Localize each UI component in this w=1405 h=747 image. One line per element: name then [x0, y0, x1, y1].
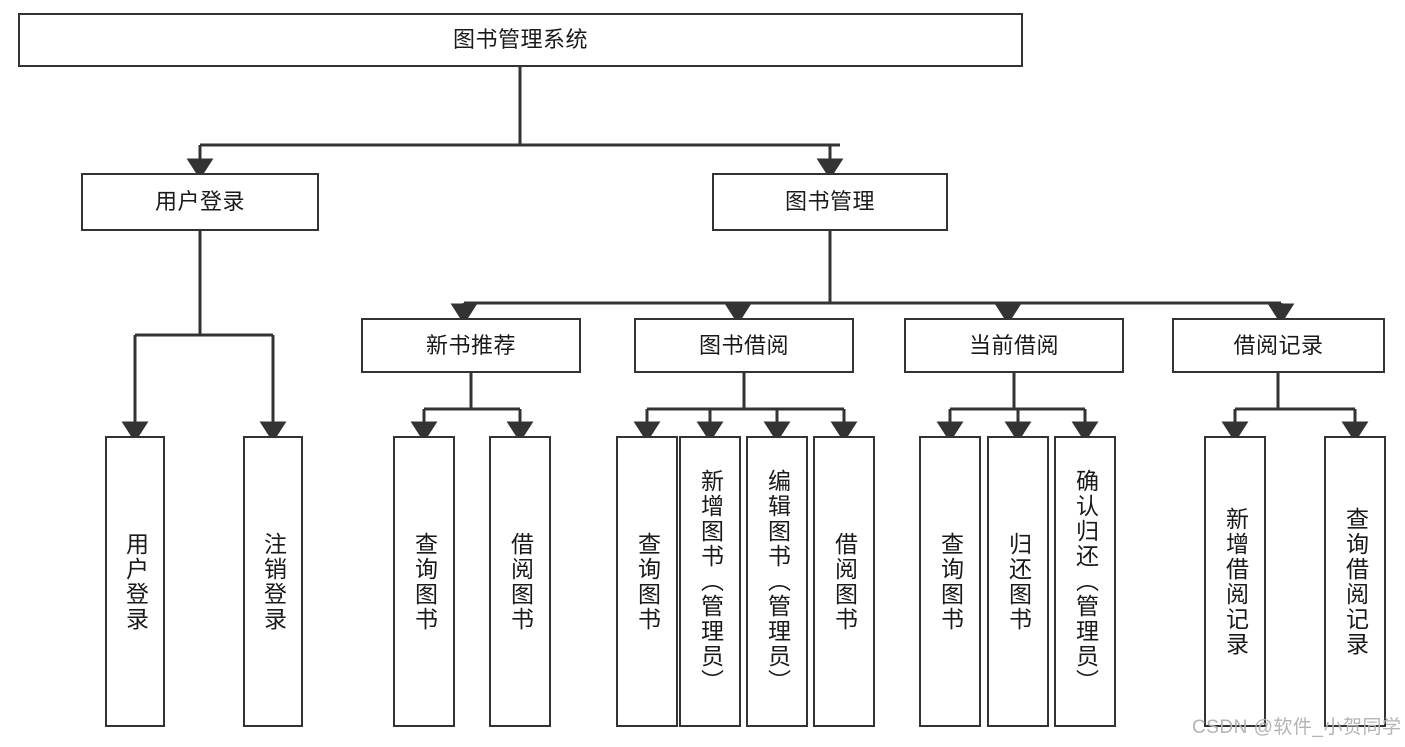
node-book-manage[interactable]: 图书管理: [712, 173, 948, 231]
node-leaf-borrow-book-2[interactable]: 借阅图书: [813, 436, 875, 727]
node-leaf-confirm-return[interactable]: 确认归还（管理员）: [1054, 436, 1116, 727]
node-leaf-query-book-3[interactable]: 查询图书: [919, 436, 981, 727]
node-leaf-add-book[interactable]: 新增图书（管理员）: [679, 436, 741, 727]
node-root[interactable]: 图书管理系统: [18, 13, 1023, 67]
node-borrow-record[interactable]: 借阅记录: [1172, 318, 1385, 373]
node-label: 借阅图书: [507, 531, 534, 632]
node-label: 图书管理系统: [452, 27, 588, 53]
node-label: 借阅图书: [831, 531, 858, 632]
node-label: 编辑图书（管理员）: [764, 469, 791, 694]
node-leaf-user-logout[interactable]: 注销登录: [243, 436, 303, 727]
node-label: 当前借阅: [968, 332, 1059, 358]
node-label: 用户登录: [154, 189, 245, 215]
node-label: 查询图书: [411, 531, 438, 632]
node-label: 借阅记录: [1233, 332, 1324, 358]
node-user-login[interactable]: 用户登录: [81, 173, 319, 231]
node-label: 归还图书: [1005, 531, 1032, 632]
node-leaf-query-book-2[interactable]: 查询图书: [616, 436, 678, 727]
node-label: 注销登录: [260, 531, 287, 632]
node-label: 确认归还（管理员）: [1072, 469, 1099, 694]
node-leaf-edit-book[interactable]: 编辑图书（管理员）: [746, 436, 808, 727]
node-leaf-user-login[interactable]: 用户登录: [105, 436, 165, 727]
node-leaf-query-book-1[interactable]: 查询图书: [393, 436, 455, 727]
node-label: 图书管理: [784, 189, 875, 215]
node-leaf-query-record[interactable]: 查询借阅记录: [1324, 436, 1386, 727]
node-leaf-add-record[interactable]: 新增借阅记录: [1204, 436, 1266, 727]
node-book-borrow[interactable]: 图书借阅: [634, 318, 854, 373]
node-label: 新增图书（管理员）: [697, 469, 724, 694]
node-label: 查询图书: [634, 531, 661, 632]
node-leaf-return-book[interactable]: 归还图书: [987, 436, 1049, 727]
node-label: 查询借阅记录: [1342, 506, 1369, 657]
node-current-borrow[interactable]: 当前借阅: [904, 318, 1124, 373]
node-label: 用户登录: [122, 531, 149, 632]
node-label: 查询图书: [937, 531, 964, 632]
node-new-book-rec[interactable]: 新书推荐: [361, 318, 581, 373]
csdn-watermark: CSDN @软件_小贺同学: [1192, 717, 1402, 738]
node-label: 新书推荐: [425, 332, 516, 358]
node-label: 图书借阅: [698, 332, 789, 358]
node-label: 新增借阅记录: [1222, 506, 1249, 657]
node-leaf-borrow-book-1[interactable]: 借阅图书: [489, 436, 551, 727]
